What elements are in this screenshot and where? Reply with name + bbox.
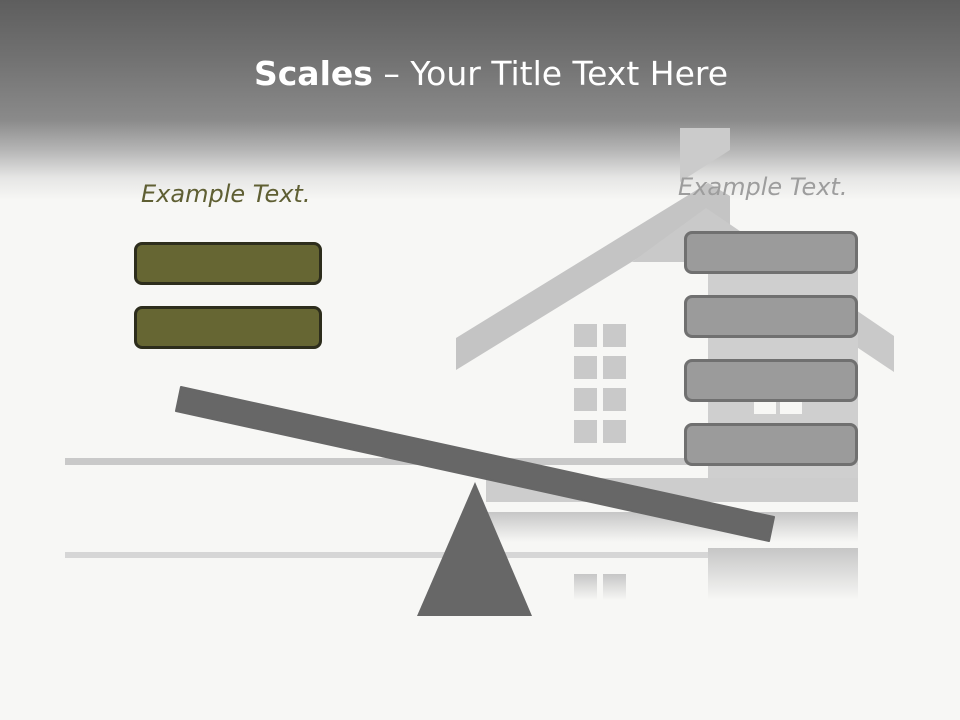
window-reflection (574, 574, 597, 600)
wall-window (754, 400, 776, 414)
window-grid (574, 324, 626, 443)
right-weight-block[interactable] (684, 295, 858, 338)
right-caption[interactable]: Example Text. (678, 173, 848, 201)
wall-reflection (708, 548, 858, 600)
right-weight-block[interactable] (684, 423, 858, 466)
wall-window (780, 400, 802, 414)
left-weight-block[interactable] (134, 306, 322, 349)
right-weight-block[interactable] (684, 359, 858, 402)
left-weight-block[interactable] (134, 242, 322, 285)
right-weight-block[interactable] (684, 231, 858, 274)
left-caption[interactable]: Example Text. (141, 180, 311, 208)
seesaw-beam (175, 386, 775, 542)
seesaw-fulcrum (417, 482, 532, 616)
chimney-shape (680, 128, 730, 182)
window-reflection (603, 574, 626, 600)
roof-left-slope (456, 183, 708, 370)
header-band (0, 0, 960, 200)
title-bold: Scales (253, 54, 373, 93)
title-rest: – Your Title Text Here (372, 54, 729, 93)
slide-title[interactable]: Scales – Your Title Text Here (0, 52, 960, 96)
